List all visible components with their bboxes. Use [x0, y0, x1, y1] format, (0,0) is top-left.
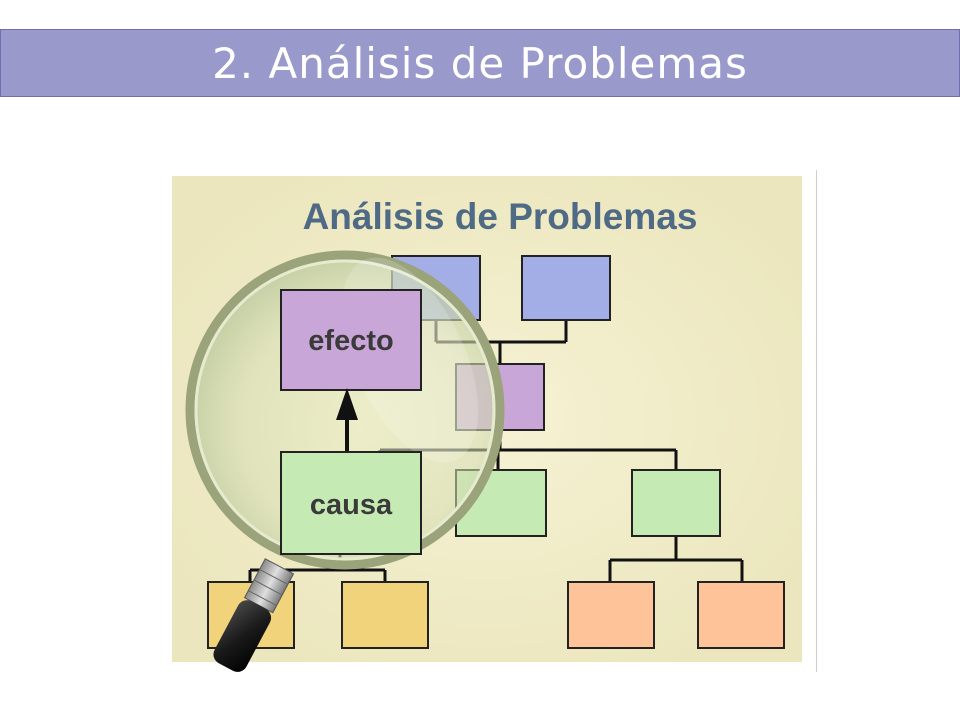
orange-box-left [567, 581, 655, 649]
slide-title-bar: 2. Análisis de Problemas [0, 29, 960, 97]
yellow-box-right [341, 581, 429, 649]
magnifier-handle-icon [213, 558, 295, 672]
effect-box [280, 289, 422, 391]
effect-label: efecto [308, 325, 393, 357]
cause-box [280, 451, 422, 555]
orange-box-right [697, 581, 785, 649]
magnifier-icon: efecto causa [185, 250, 505, 570]
green-box-right [631, 469, 721, 537]
diagram-heading: Análisis de Problemas [303, 196, 698, 237]
arrow-head-icon [336, 388, 358, 420]
cause-label: causa [310, 489, 393, 521]
vertical-divider [816, 170, 817, 672]
slide-title: 2. Análisis de Problemas [212, 38, 748, 88]
blue-box-right [521, 255, 611, 321]
